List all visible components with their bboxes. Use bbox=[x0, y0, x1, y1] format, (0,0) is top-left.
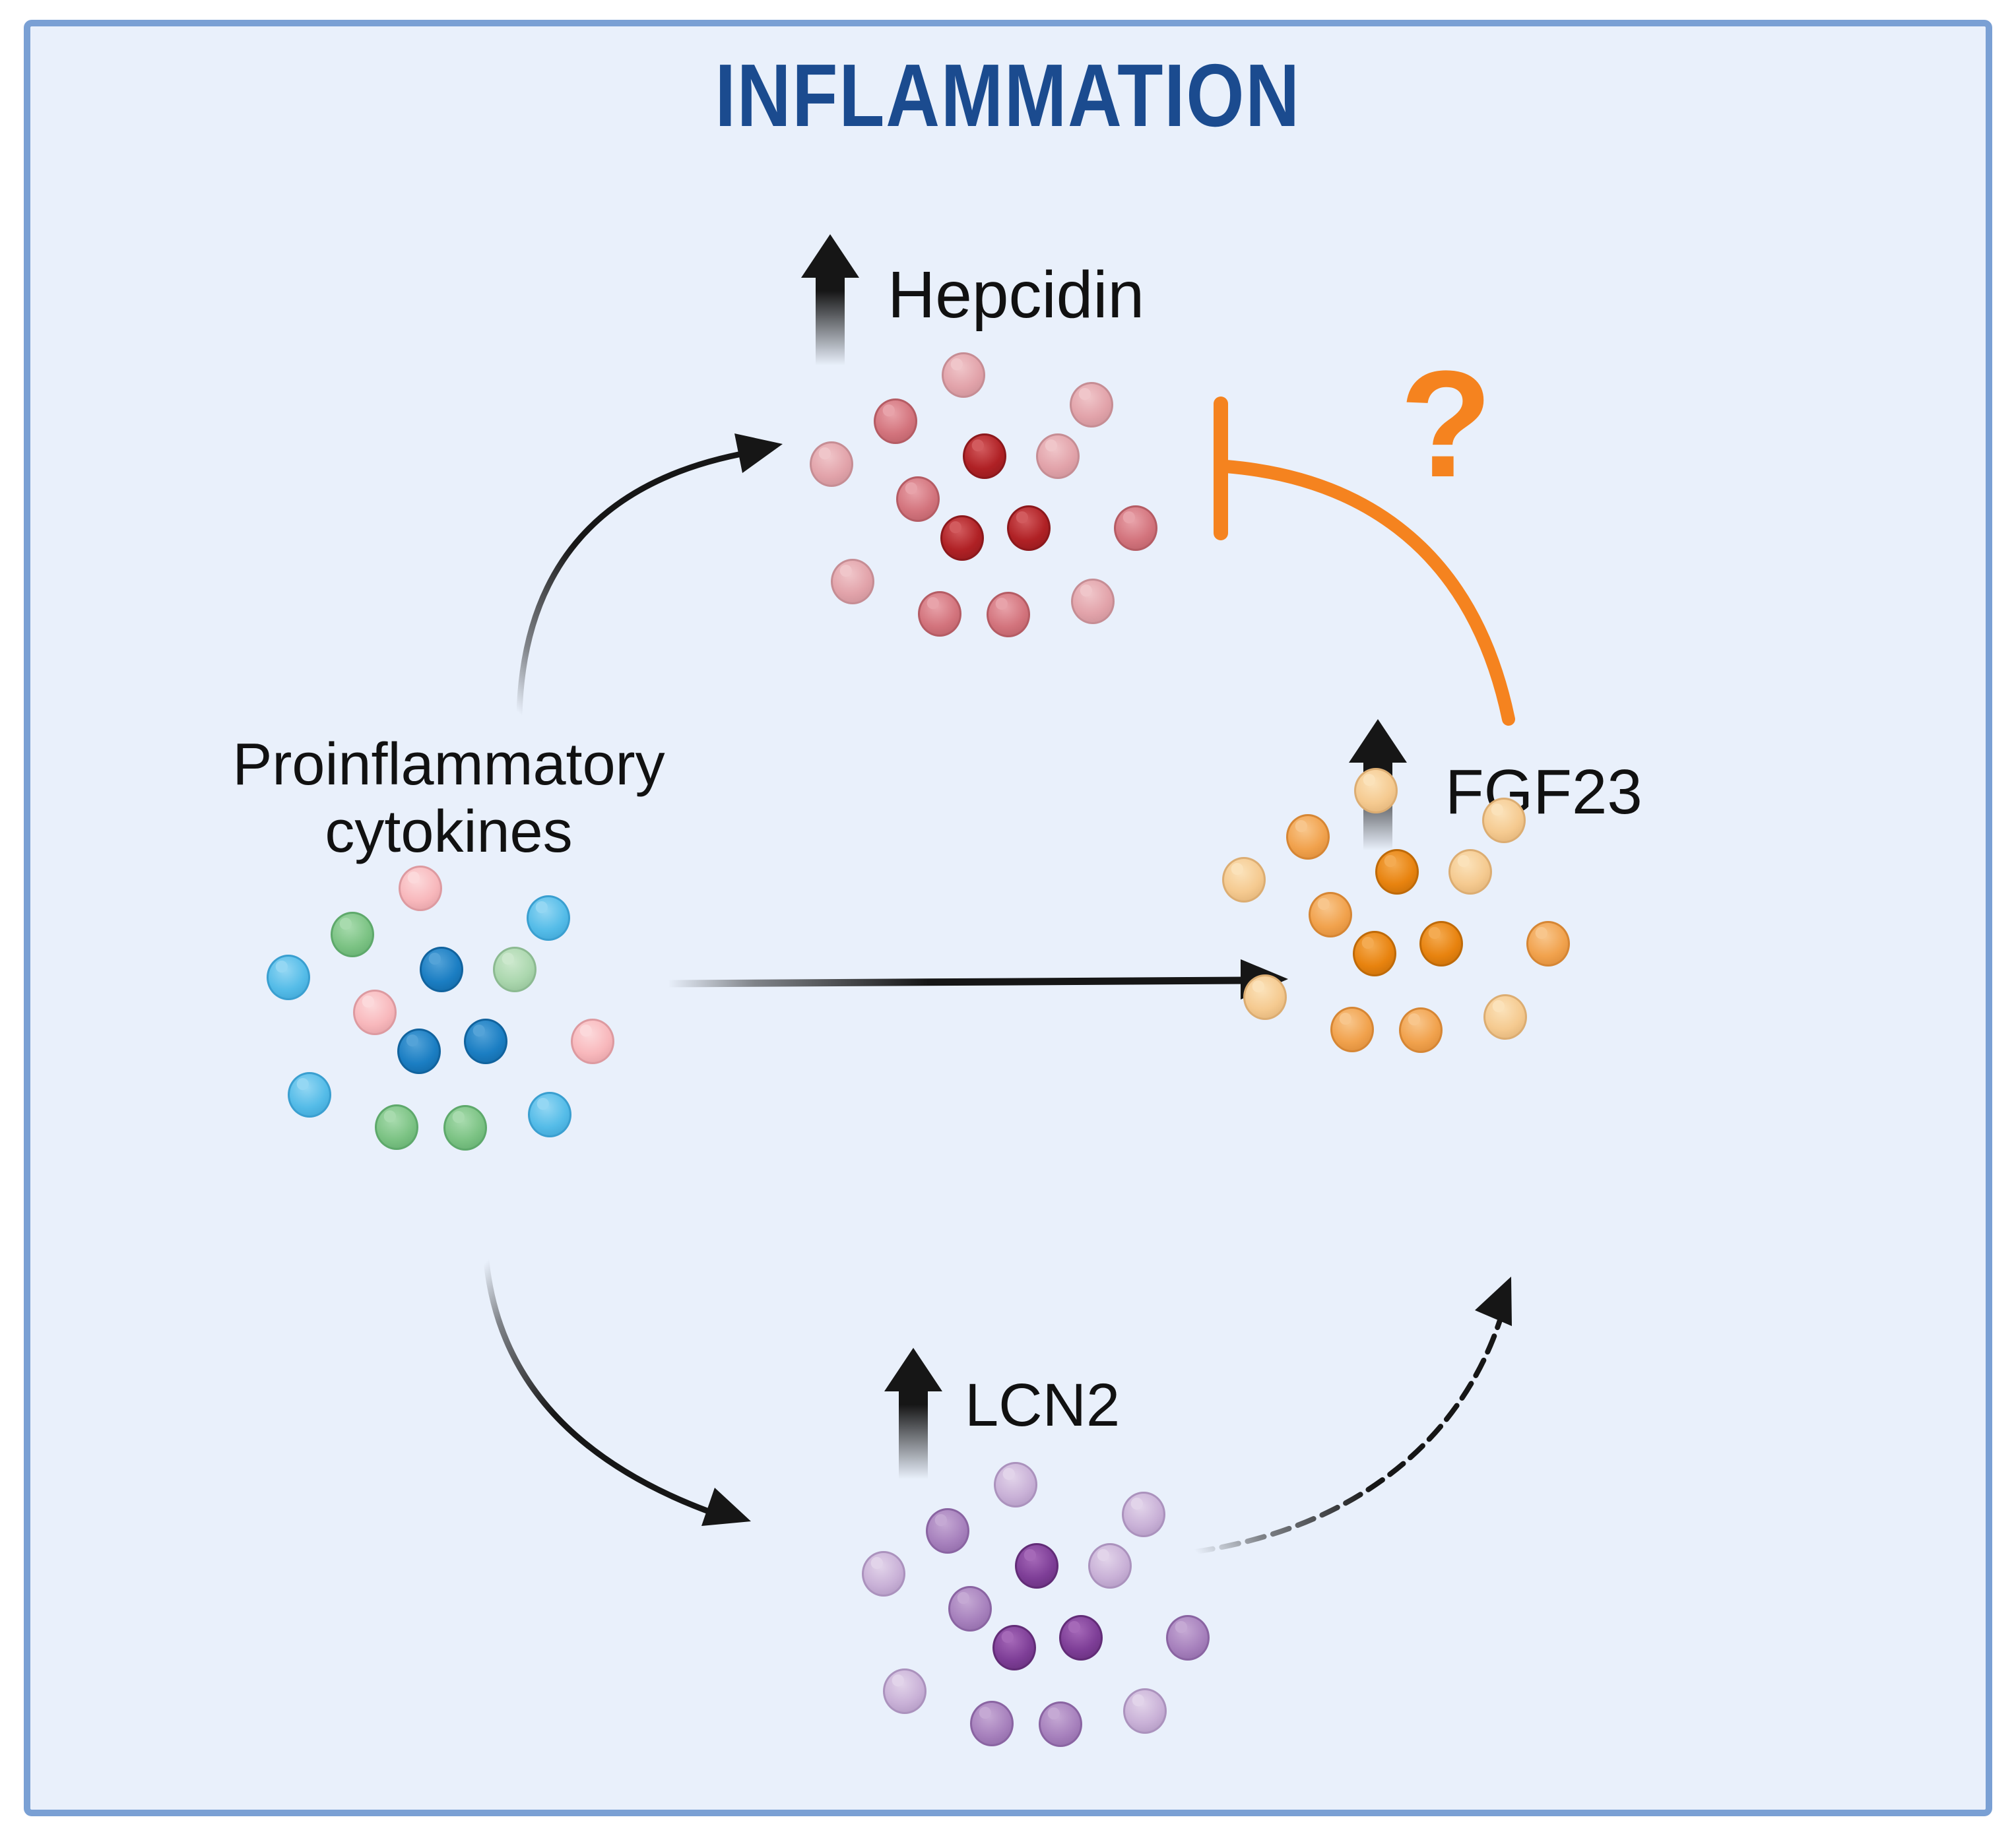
hepcidin-dot-1 bbox=[942, 352, 985, 398]
cytokines-dot-3 bbox=[331, 912, 374, 957]
fgf23-cluster bbox=[1216, 761, 1572, 1077]
fgf23-dot-5 bbox=[1448, 849, 1492, 895]
fgf23-dot-1 bbox=[1354, 768, 1398, 813]
lcn2-dot-2 bbox=[1122, 1492, 1165, 1537]
fgf23-dot-3 bbox=[1286, 814, 1330, 860]
lcn2-dot-1 bbox=[994, 1462, 1037, 1507]
lcn2-cluster bbox=[855, 1455, 1212, 1771]
hepcidin-dot-4 bbox=[963, 433, 1006, 479]
fgf23-dot-2 bbox=[1482, 798, 1526, 843]
cytokines-dot-5 bbox=[493, 947, 537, 992]
hepcidin-dot-11 bbox=[831, 559, 874, 604]
hepcidin-label: Hepcidin bbox=[888, 258, 1145, 332]
lcn2-dot-5 bbox=[1088, 1543, 1132, 1589]
fgf23-dot-11 bbox=[1243, 974, 1287, 1020]
lcn2-dot-8 bbox=[992, 1625, 1036, 1670]
arrow-cytokines-to-hepcidin-head bbox=[734, 433, 783, 473]
fgf23-dot-10 bbox=[1526, 921, 1570, 967]
cytokines-dot-1 bbox=[399, 866, 442, 911]
hepcidin-dot-5 bbox=[1036, 433, 1080, 479]
lcn2-dot-13 bbox=[1039, 1701, 1082, 1747]
lcn2-dot-14 bbox=[1123, 1688, 1167, 1734]
cytokines-dot-13 bbox=[443, 1105, 487, 1151]
cytokines-dot-10 bbox=[571, 1019, 614, 1064]
fgf23-dot-12 bbox=[1330, 1007, 1374, 1052]
lcn2-dot-9 bbox=[1059, 1615, 1103, 1661]
lcn2-dot-11 bbox=[883, 1668, 927, 1714]
hepcidin-dot-7 bbox=[896, 476, 940, 522]
hepcidin-dot-13 bbox=[987, 592, 1030, 637]
cytokines-dot-6 bbox=[267, 955, 310, 1000]
lcn2-dot-10 bbox=[1166, 1615, 1210, 1661]
lcn2-dot-3 bbox=[926, 1508, 969, 1554]
hepcidin-dot-12 bbox=[918, 591, 961, 637]
hepcidin-dot-14 bbox=[1071, 579, 1115, 624]
fgf23-dot-13 bbox=[1399, 1007, 1443, 1053]
proinflammatory-cytokines-label-line2: cytokines bbox=[325, 799, 573, 865]
fgf23-dot-4 bbox=[1375, 849, 1419, 895]
cytokines-dot-7 bbox=[353, 990, 397, 1035]
hepcidin-cluster bbox=[803, 345, 1159, 662]
proinflammatory-cytokines bbox=[260, 858, 616, 1175]
figure-title-text: INFLAMMATION bbox=[715, 46, 1301, 145]
fgf23-dot-6 bbox=[1222, 857, 1266, 903]
hepcidin-dot-8 bbox=[940, 515, 984, 561]
arrow-lcn2-to-fgf23 bbox=[1193, 1316, 1503, 1554]
lcn2-dot-12 bbox=[970, 1701, 1014, 1746]
fgf23-dot-8 bbox=[1353, 931, 1396, 976]
fgf23-label: FGF23 bbox=[1445, 757, 1642, 827]
inhibition-line-fgf23-to-hepcidin bbox=[1219, 460, 1515, 726]
proinflammatory-cytokines-label: Proinflammatory cytokines bbox=[218, 731, 680, 866]
cytokines-dot-9 bbox=[464, 1019, 507, 1064]
arrow-cytokines-to-fgf23 bbox=[664, 976, 1251, 988]
arrow-cytokines-to-hepcidin bbox=[516, 449, 756, 717]
cytokines-dot-8 bbox=[397, 1029, 441, 1074]
fgf23-dot-7 bbox=[1309, 892, 1352, 937]
hepcidin-dot-6 bbox=[810, 441, 853, 487]
arrow-lcn2-to-fgf23-head bbox=[1475, 1277, 1512, 1326]
figure-title: INFLAMMATION bbox=[0, 44, 2016, 146]
fgf23-dot-9 bbox=[1419, 921, 1463, 967]
cytokines-dot-11 bbox=[288, 1072, 331, 1118]
hepcidin-dot-3 bbox=[874, 398, 917, 444]
arrow-cytokines-to-lcn2 bbox=[483, 1258, 719, 1517]
lcn2-dot-6 bbox=[862, 1551, 905, 1597]
fgf23-dot-14 bbox=[1483, 994, 1527, 1040]
lcn2-dot-7 bbox=[948, 1586, 992, 1632]
cytokines-dot-14 bbox=[528, 1092, 571, 1137]
hepcidin-dot-10 bbox=[1114, 505, 1157, 551]
hepcidin-dot-9 bbox=[1007, 505, 1051, 551]
cytokines-dot-2 bbox=[527, 895, 570, 941]
inhibition-question-mark: ? bbox=[1400, 339, 1493, 509]
arrow-cytokines-to-lcn2-head bbox=[701, 1488, 751, 1526]
lcn2-dot-4 bbox=[1015, 1543, 1058, 1589]
proinflammatory-cytokines-label-line1: Proinflammatory bbox=[232, 732, 665, 798]
lcn2-label: LCN2 bbox=[965, 1372, 1121, 1439]
hepcidin-dot-2 bbox=[1070, 382, 1113, 428]
cytokines-dot-4 bbox=[420, 947, 463, 992]
cytokines-dot-12 bbox=[375, 1104, 418, 1150]
up-arrow-hepcidin bbox=[801, 234, 859, 369]
up-arrow-lcn2 bbox=[884, 1348, 942, 1483]
